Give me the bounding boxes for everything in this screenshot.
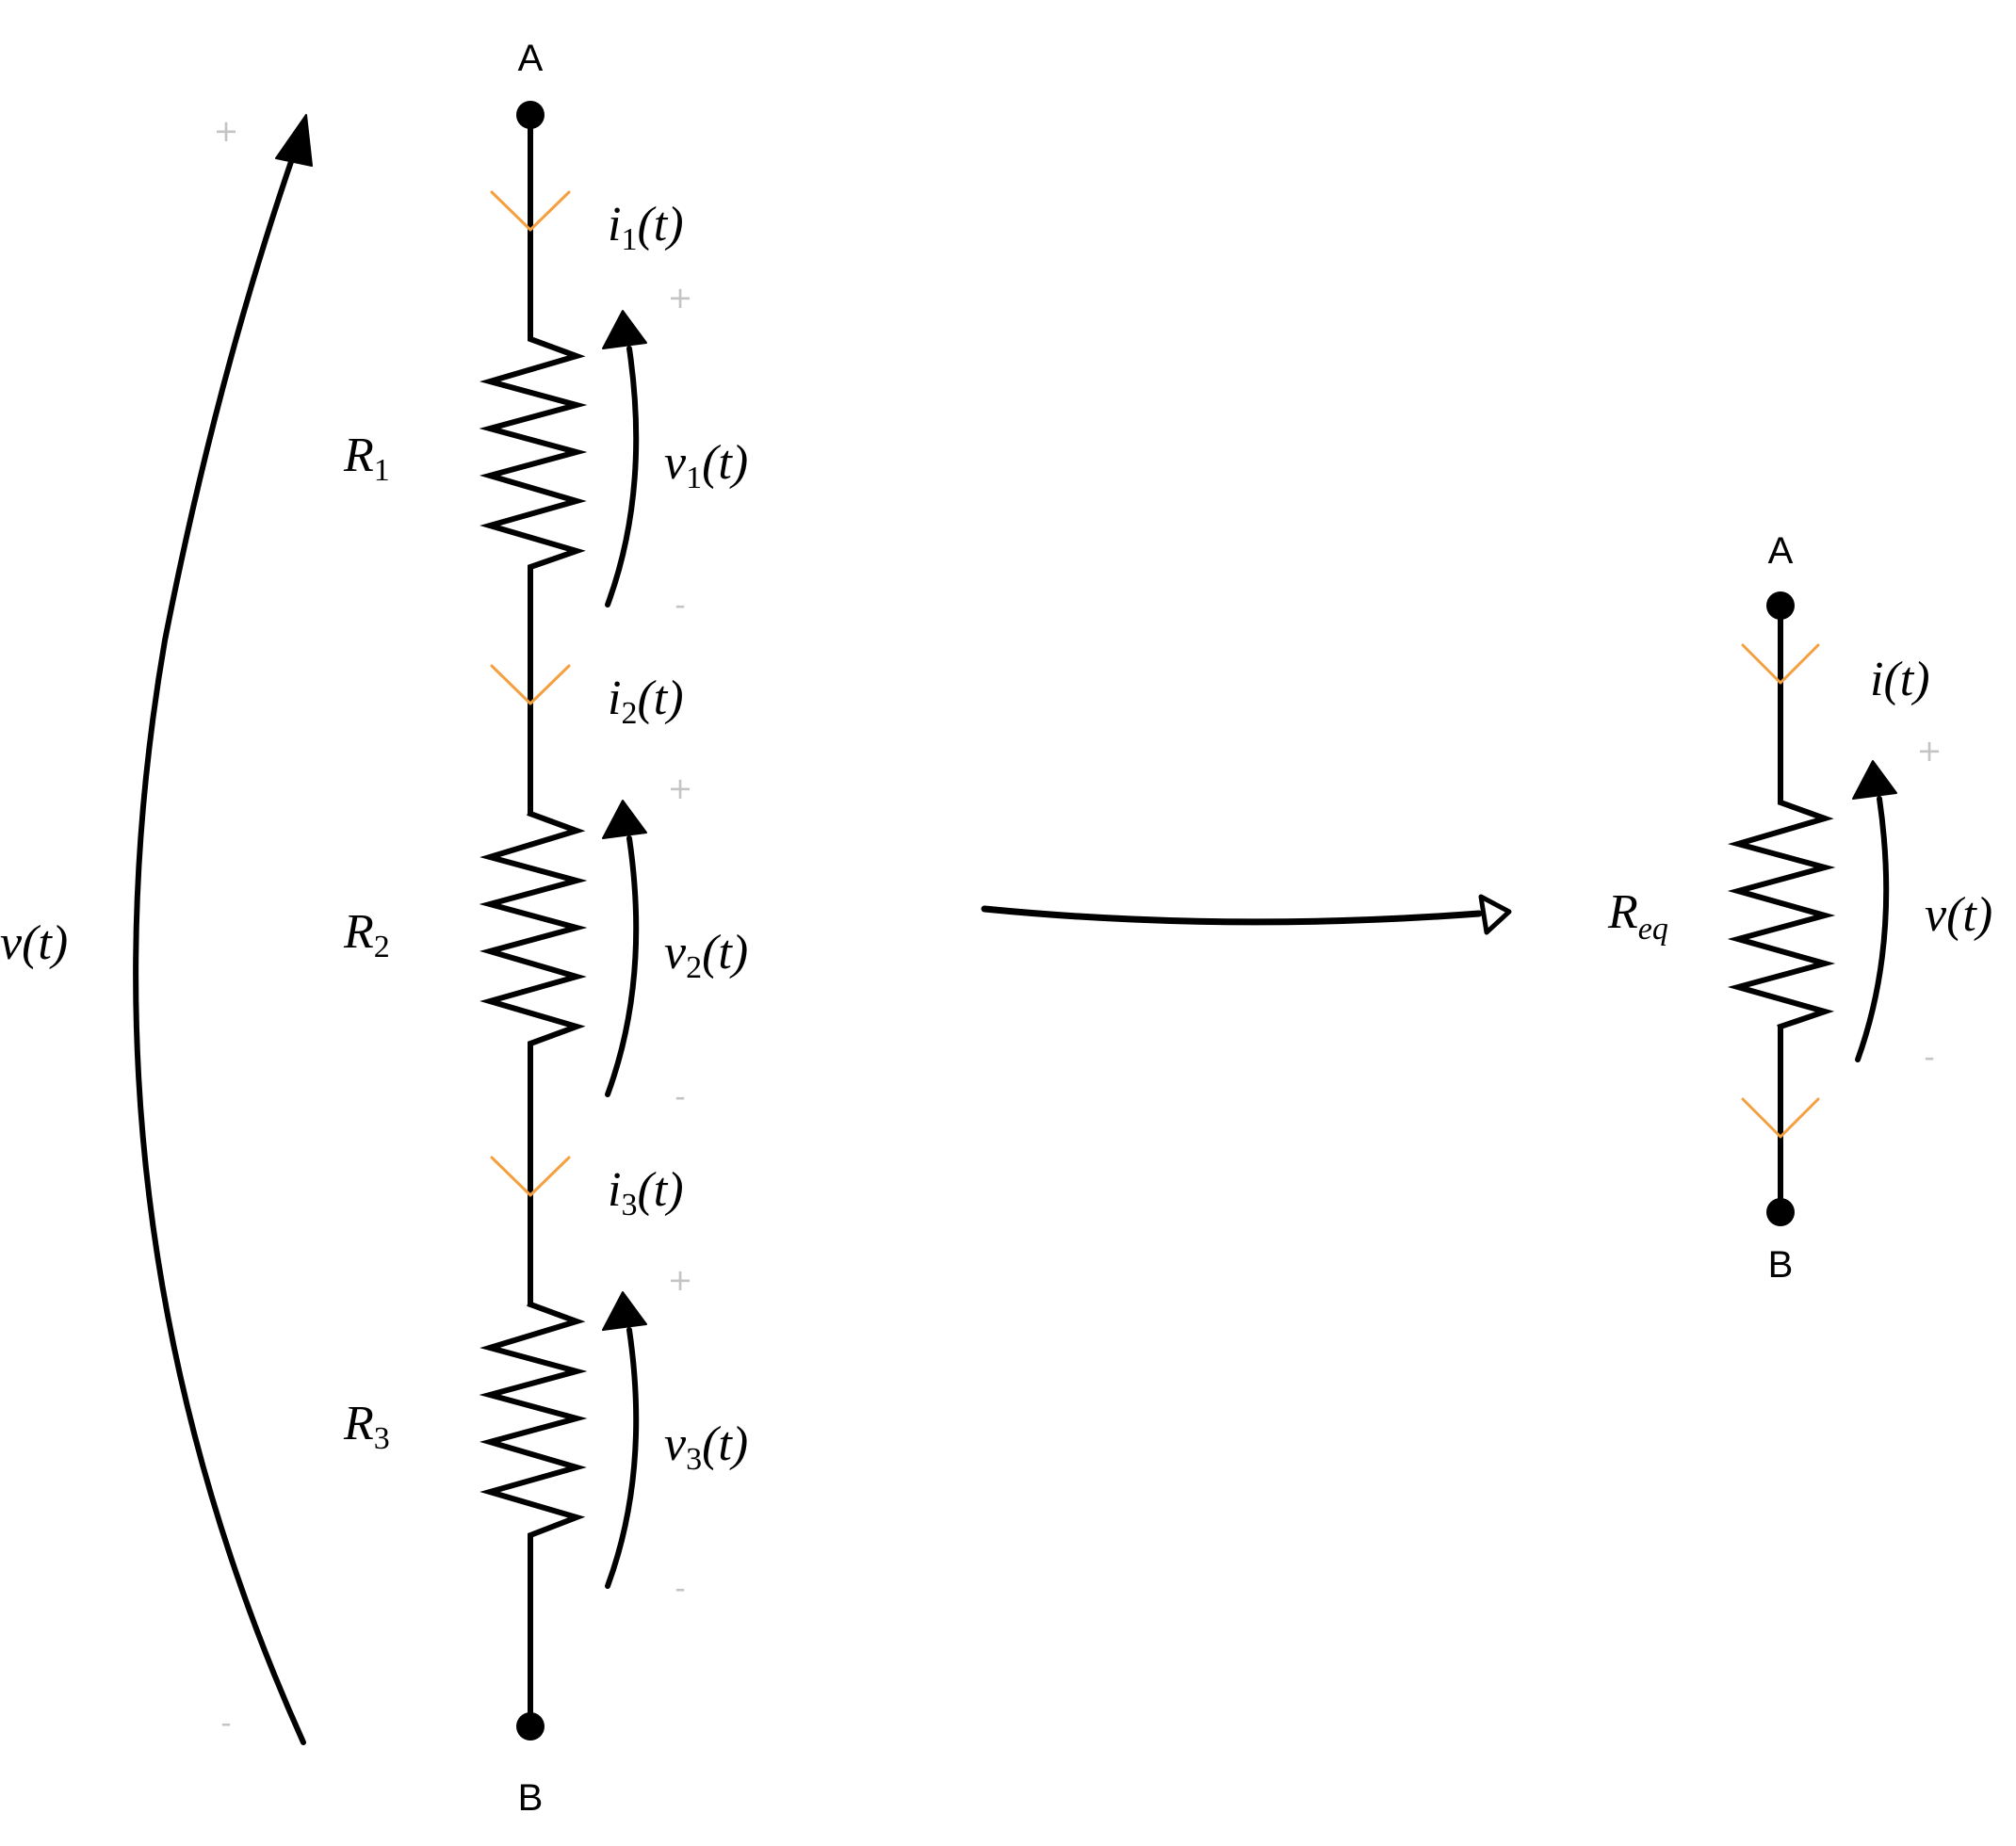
resistor-r1-symbol: [479, 322, 588, 579]
voltage-v1-label: v1(t): [664, 436, 748, 495]
equivalent-circuit: A B i(t) Req v(t) + -: [1607, 530, 1992, 1286]
voltage-v1-arrowhead: [602, 310, 647, 349]
polarity-minus-total: -: [220, 1705, 232, 1741]
current-i-arrow: [1741, 643, 1820, 685]
current-i1-label: i1(t): [608, 198, 684, 257]
current-i3-label: i3(t): [608, 1163, 684, 1223]
resistor-req-label: Req: [1607, 885, 1668, 947]
polarity-plus-v1: +: [668, 280, 693, 316]
polarity-plus-v2: +: [668, 770, 693, 806]
transformation-arrow-shaft: [981, 905, 1483, 926]
resistor-r3-symbol: [479, 1301, 588, 1547]
current-i-exit-arrow: [1741, 1097, 1820, 1139]
voltage-v3-arrow: [605, 1327, 640, 1589]
node-b-dot: [1766, 1198, 1795, 1226]
voltage-v3-arrowhead: [602, 1291, 647, 1331]
resistor-req-symbol: [1727, 788, 1836, 1030]
node-b-label: B: [518, 1777, 544, 1819]
current-i3-arrow: [490, 1156, 571, 1197]
resistor-r1-label: R1: [343, 429, 390, 488]
polarity-plus-v: +: [1917, 733, 1943, 769]
total-voltage-label: v(t): [0, 916, 68, 970]
resistor-r2-label: R2: [343, 905, 390, 964]
transformation-arrow: [981, 894, 1512, 935]
polarity-minus-v1: -: [675, 587, 686, 623]
polarity-plus-total: +: [214, 113, 239, 149]
voltage-v2-arrowhead: [602, 800, 647, 839]
node-a-dot: [1766, 591, 1795, 620]
node-a-dot: [516, 101, 545, 129]
polarity-minus-v3: -: [675, 1570, 686, 1606]
current-i2-label: i2(t): [608, 672, 684, 731]
node-a-label: A: [518, 38, 544, 79]
voltage-v2-arrow: [605, 835, 640, 1097]
series-circuit: A B i1(t) i2(t) i3(t) R1 R2 R3: [0, 38, 748, 1819]
voltage-v1-arrow: [605, 346, 640, 607]
node-b-dot: [516, 1712, 545, 1741]
voltage-v-arrow: [1855, 796, 1890, 1062]
resistor-r2-symbol: [479, 810, 588, 1056]
polarity-minus-v: -: [1924, 1039, 1935, 1075]
polarity-plus-v3: +: [668, 1262, 693, 1298]
polarity-minus-v2: -: [675, 1078, 686, 1114]
node-a-label: A: [1768, 530, 1794, 572]
node-b-label: B: [1768, 1244, 1794, 1286]
total-voltage-arrowhead: [275, 114, 313, 167]
current-i-label: i(t): [1870, 653, 1930, 706]
voltage-v2-label: v2(t): [664, 926, 748, 985]
voltage-v-label: v(t): [1925, 888, 1992, 942]
resistor-r3-label: R3: [343, 1397, 390, 1456]
transformation-arrow-head: [1478, 894, 1512, 935]
voltage-v-arrowhead: [1852, 760, 1897, 800]
current-i1-arrow: [490, 190, 571, 232]
voltage-v3-label: v3(t): [664, 1417, 748, 1477]
current-i2-arrow: [490, 664, 571, 705]
total-voltage-arrow: [133, 148, 306, 1745]
